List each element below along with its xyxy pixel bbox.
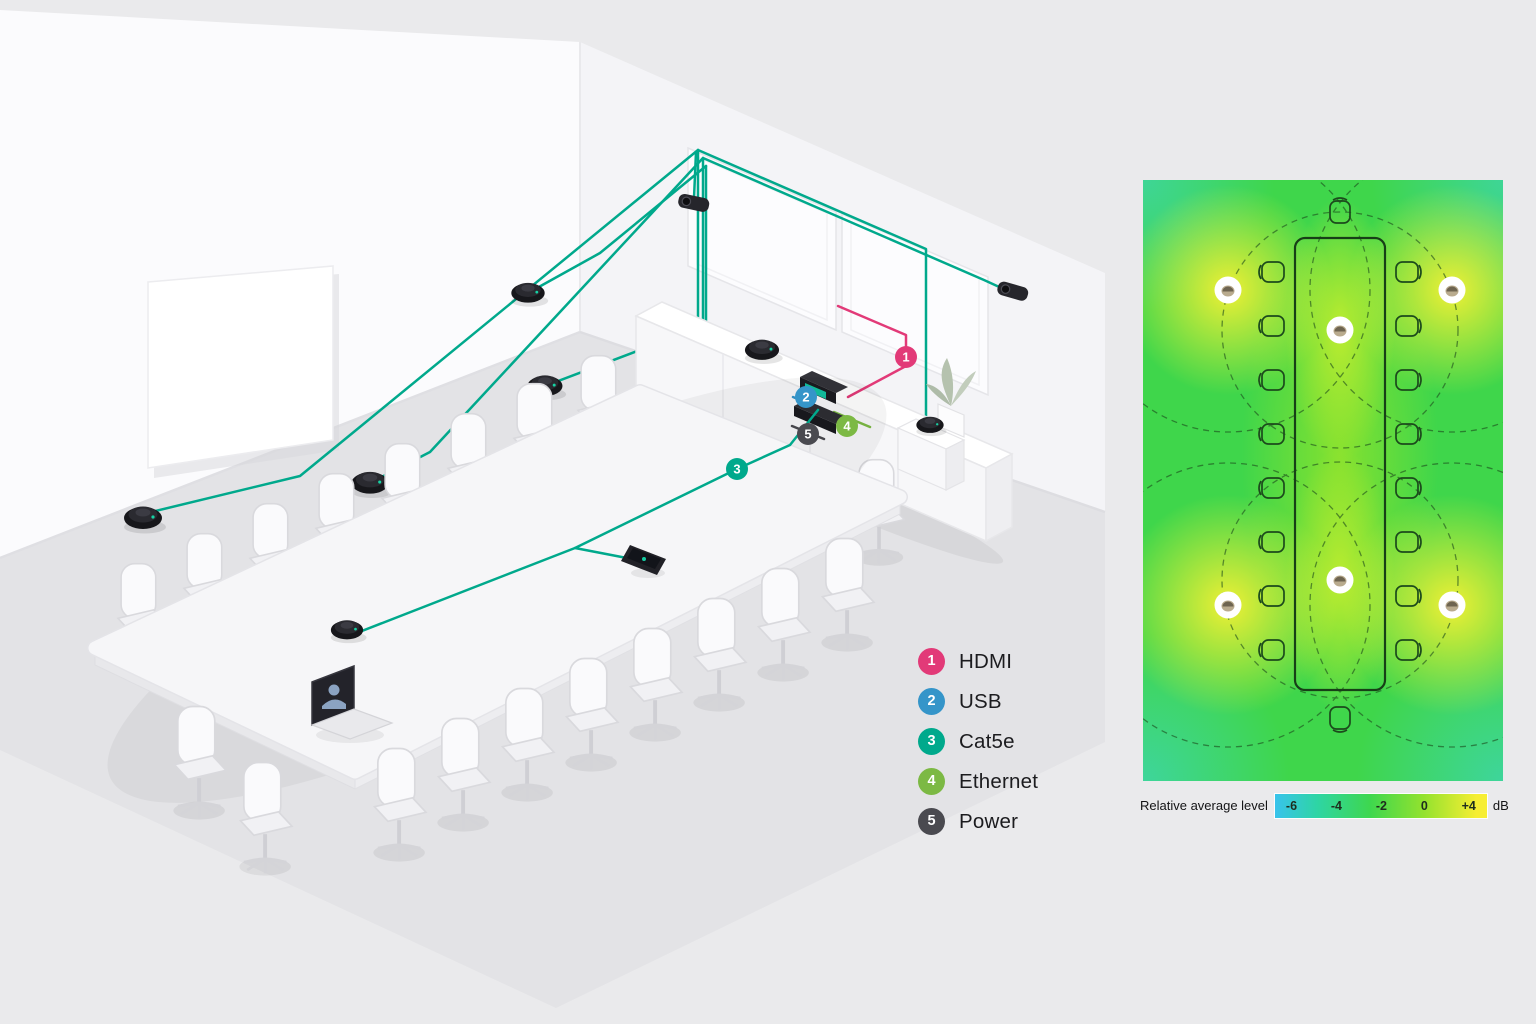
mic-coverage-circle xyxy=(1221,461,1459,699)
cat5e-cable xyxy=(526,164,708,295)
heatmap-mic xyxy=(1326,316,1354,344)
heatmap-chair xyxy=(1395,639,1422,661)
heatmap-scale: Relative average level -6 -4 -2 0 +4 dB xyxy=(1140,792,1528,819)
cat5e-cable xyxy=(692,150,698,200)
legend-badge-1: 1 xyxy=(918,648,945,675)
scale-tick: +4 xyxy=(1461,798,1476,813)
heatmap-chair xyxy=(1258,369,1285,391)
mic-coverage-circle xyxy=(1221,211,1459,449)
heatmap-table xyxy=(1293,236,1387,692)
heatmap-chair xyxy=(1258,477,1285,499)
legend-badge-4: 4 xyxy=(918,768,945,795)
heatmap-chair xyxy=(1395,423,1422,445)
heatmap-mic xyxy=(1214,276,1242,304)
legend-label-ethernet: Ethernet xyxy=(959,769,1039,793)
heatmap-chair xyxy=(1258,315,1285,337)
badge-cat5e: 3 xyxy=(726,458,748,480)
scale-tick: 0 xyxy=(1420,798,1428,813)
scale-unit: dB xyxy=(1492,798,1509,813)
legend-badge-2: 2 xyxy=(918,688,945,715)
badge-ethernet-num: 4 xyxy=(843,419,851,434)
heatmap-chair xyxy=(1258,585,1285,607)
camera-2-icon xyxy=(997,281,1029,301)
badge-usb: 2 xyxy=(795,386,817,408)
conference-table xyxy=(87,377,908,803)
cat5e-controller-branch xyxy=(573,546,634,561)
mic-coverage-circle xyxy=(1309,462,1503,748)
mic-coverage-circle xyxy=(1143,180,1371,433)
scale-tick: -2 xyxy=(1375,798,1387,813)
mic-coverage-circle xyxy=(1143,462,1371,748)
heatmap-overlay xyxy=(1143,180,1503,748)
heatmap-chairs xyxy=(1258,197,1422,733)
scale-tick: -4 xyxy=(1330,798,1342,813)
legend-item-ethernet: 4 Ethernet xyxy=(918,768,1038,795)
mic-coverage-circles xyxy=(1143,180,1503,748)
heatmap-mic xyxy=(1438,276,1466,304)
heatmap-mic xyxy=(1438,591,1466,619)
badge-hdmi-num: 1 xyxy=(902,350,909,365)
touch-controller xyxy=(621,545,666,578)
legend-item-cat5e: 3 Cat5e xyxy=(918,728,1038,755)
heatmap-chair xyxy=(1395,261,1422,283)
cable-legend: 1 HDMI 2 USB 3 Cat5e 4 Ethernet 5 Power xyxy=(918,648,1038,848)
heatmap-chair xyxy=(1395,315,1422,337)
whiteboard xyxy=(147,265,334,469)
heatmap-chair xyxy=(1395,477,1422,499)
camera-1-icon xyxy=(678,193,710,212)
heatmap-chair xyxy=(1258,423,1285,445)
badge-hdmi: 1 xyxy=(895,346,917,368)
heatmap-chair xyxy=(1258,531,1285,553)
heatmap-chair xyxy=(1329,706,1351,733)
badge-power: 5 xyxy=(797,423,819,445)
legend-item-power: 5 Power xyxy=(918,808,1038,835)
scale-tick: -6 xyxy=(1285,798,1298,813)
cat5e-cable xyxy=(696,148,928,420)
legend-label-cat5e: Cat5e xyxy=(959,729,1015,753)
legend-label-hdmi: HDMI xyxy=(959,649,1013,673)
heatmap-mic xyxy=(1326,566,1354,594)
legend-label-usb: USB xyxy=(959,689,1002,713)
badge-power-num: 5 xyxy=(804,427,811,442)
heatmap-chair xyxy=(1258,261,1285,283)
heatmap-chair xyxy=(1258,639,1285,661)
legend-badge-5: 5 xyxy=(918,808,945,835)
heatmap-chair xyxy=(1395,531,1422,553)
cat5e-cable xyxy=(141,148,700,516)
heatmap-chair xyxy=(1395,585,1422,607)
coverage-heatmap xyxy=(1143,180,1503,781)
heatmap-mic xyxy=(1214,591,1242,619)
heatmap-chair xyxy=(1329,197,1351,224)
legend-badge-3: 3 xyxy=(918,728,945,755)
badge-ethernet: 4 xyxy=(836,415,858,437)
badge-cat5e-num: 3 xyxy=(733,462,740,477)
laptop xyxy=(310,664,394,743)
mic-coverage-circle xyxy=(1309,180,1503,433)
legend-item-hdmi: 1 HDMI xyxy=(918,648,1038,675)
legend-label-power: Power xyxy=(959,809,1019,833)
plant xyxy=(926,358,976,438)
heatmap-chair xyxy=(1395,369,1422,391)
heatmap-mics xyxy=(1214,276,1466,619)
scale-label: Relative average level xyxy=(1140,798,1268,813)
legend-item-usb: 2 USB xyxy=(918,688,1038,715)
db-scale-bar: -6 -4 -2 0 +4 xyxy=(1273,792,1488,819)
badge-usb-num: 2 xyxy=(802,390,809,405)
